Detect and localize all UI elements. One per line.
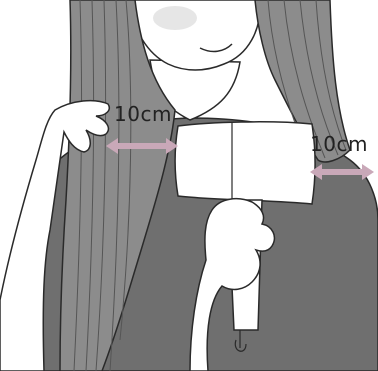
cheek-blush [153, 6, 197, 30]
distance-label-left: 10cm [114, 104, 172, 124]
hair-dryer-head [175, 122, 315, 204]
distance-label-right: 10cm [310, 134, 368, 154]
